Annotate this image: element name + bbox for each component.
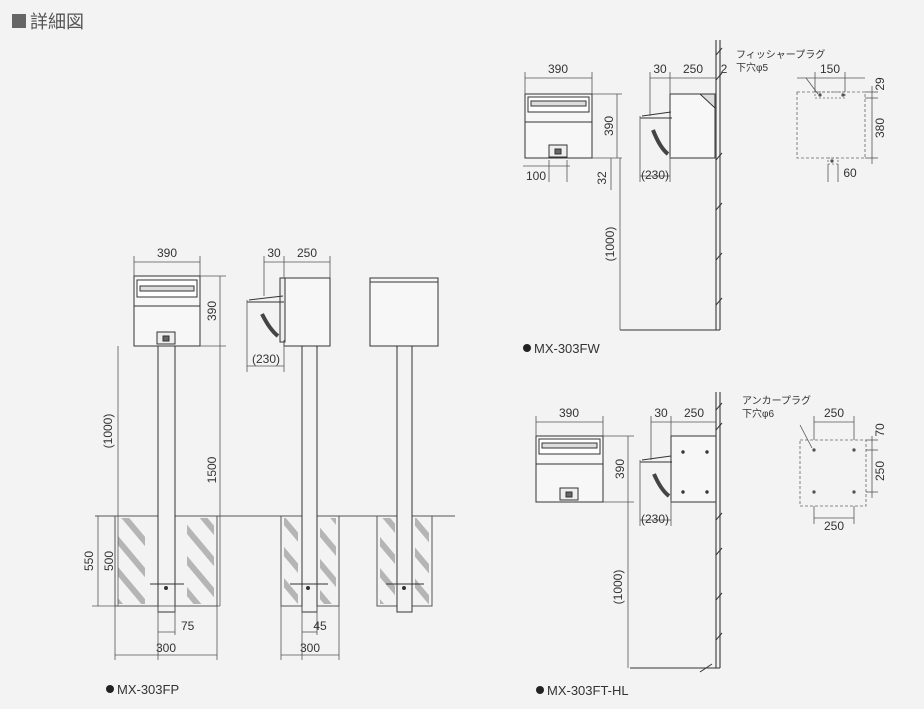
fp-total-height-label: 1500 (205, 456, 219, 483)
ft-width-label: 390 (559, 406, 579, 420)
fp-side-view (247, 277, 340, 613)
fw-mount-height-label: (1000) (603, 227, 617, 262)
fw-plug-label-2: 下穴φ5 (736, 61, 768, 74)
fw-bottom-gap-label: 32 (595, 171, 609, 185)
ft-hole-w-top-label: 250 (824, 406, 844, 420)
fw-hole-bottom-label: 60 (843, 166, 857, 180)
fw-hole-top-label: 29 (873, 77, 887, 91)
ft-side-view (630, 392, 723, 673)
ft-side-lid-label: 30 (654, 406, 668, 420)
fp-front-view (95, 275, 455, 613)
ft-height-label: 390 (613, 459, 627, 479)
fw-model-label: MX-303FW (534, 341, 600, 356)
page-title-text: 詳細図 (30, 12, 84, 32)
fw-plug-label-1: フィッシャープラグ (736, 48, 825, 61)
fp-model-label: MX-303FP (117, 682, 179, 697)
fw-key-offset-label: 100 (526, 169, 546, 183)
fp-offset-front-label: 75 (181, 619, 195, 633)
fw-side-depth-label: 250 (683, 62, 703, 76)
fp-dimension-lines (92, 256, 340, 660)
ft-dimension-labels: 390 390 (1000) 30 250 (230) アンカープラグ 下穴φ6… (536, 394, 887, 698)
ft-side-depth-label: 250 (684, 406, 704, 420)
fw-front-view (524, 93, 593, 159)
fp-post-height-label: (1000) (101, 414, 115, 449)
fp-base-side-label: 300 (300, 641, 320, 655)
fw-dimension-lines (523, 72, 878, 330)
fp-width-label: 390 (157, 246, 177, 260)
fp-height-label: 390 (205, 301, 219, 321)
fw-side-view (620, 40, 723, 331)
fw-bullet-icon (523, 344, 531, 352)
fw-height-label: 390 (602, 116, 616, 136)
fw-hole-layout (796, 91, 866, 165)
fp-embed-total-label: 550 (82, 551, 96, 571)
fp-base-front-label: 300 (156, 641, 176, 655)
fw-wall-gap-label: 2 (721, 62, 728, 76)
page-title: 詳細図 (12, 8, 84, 34)
fp-dimension-labels: 390 390 (1000) 1500 550 500 75 300 30 25… (82, 246, 327, 697)
fp-offset-side-label: 45 (313, 619, 327, 633)
ft-hole-w-bottom-label: 250 (824, 519, 844, 533)
fp-bullet-icon (106, 685, 114, 693)
ft-model-label: MX-303FT-HL (547, 683, 629, 698)
ft-plug-label-1: アンカープラグ (742, 394, 811, 407)
fw-hole-vert-label: 380 (873, 118, 887, 138)
ft-hole-top-label: 70 (873, 423, 887, 437)
ft-dimension-lines (535, 416, 878, 668)
fw-dimension-labels: 390 390 100 32 (1000) 30 250 2 (230) フィッ… (523, 48, 887, 356)
fw-side-lid-label: 30 (653, 62, 667, 76)
fw-width-label: 390 (548, 62, 568, 76)
ft-side-swing-label: (230) (641, 512, 669, 526)
fp-side-lid-label: 30 (267, 246, 281, 260)
ft-hole-layout (799, 439, 867, 507)
fw-hole-span-label: 150 (820, 62, 840, 76)
fp-side-depth-label: 250 (297, 246, 317, 260)
ft-bullet-icon (536, 686, 544, 694)
ft-front-view (535, 435, 604, 503)
fw-side-swing-label: (230) (641, 168, 669, 182)
fp-back-view (369, 277, 439, 613)
ft-hole-vert-label: 250 (873, 461, 887, 481)
ft-mount-height-label: (1000) (611, 570, 625, 605)
ft-plug-label-2: 下穴φ6 (742, 407, 774, 420)
fp-side-swing-label: (230) (252, 352, 280, 366)
fp-embed-post-label: 500 (102, 551, 116, 571)
square-bullet-icon (12, 14, 26, 28)
